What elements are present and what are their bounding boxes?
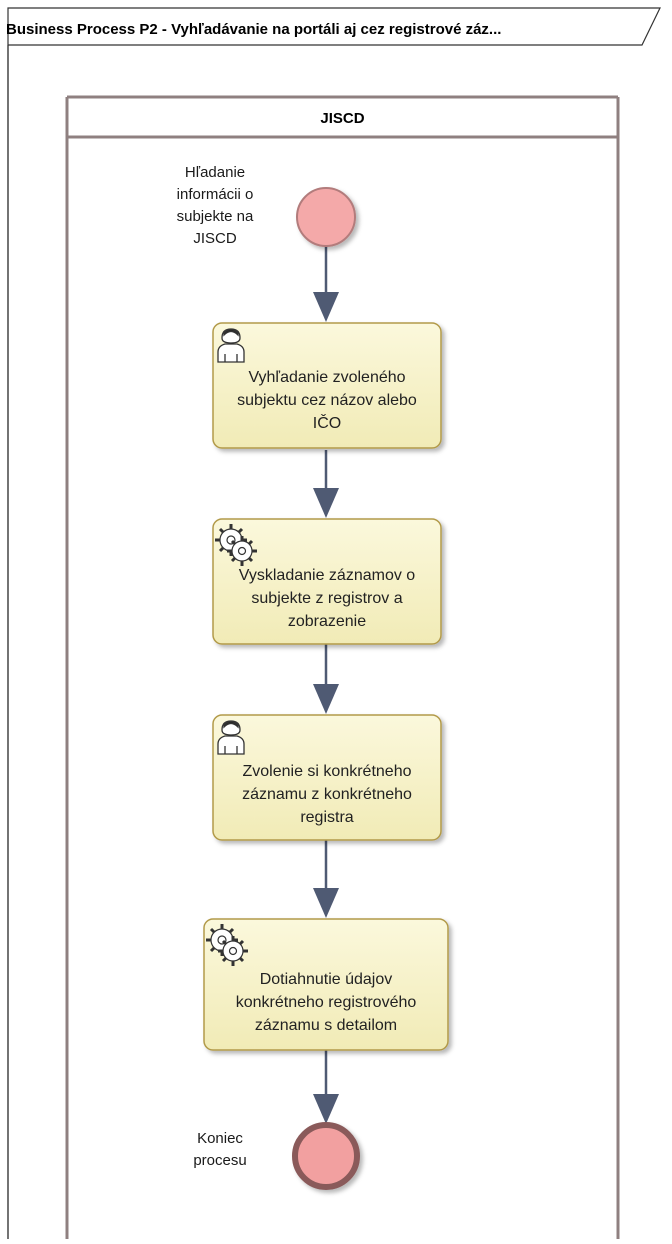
gear-icon — [206, 924, 248, 966]
end-event-label-line: procesu — [193, 1152, 247, 1169]
flow-arrowhead — [313, 1094, 339, 1124]
user-icon — [217, 328, 245, 363]
task-label-line: Vyhľadanie zvoleného — [248, 368, 406, 386]
flow-arrowhead — [313, 684, 339, 714]
diagram-title: Business Process P2 - Vyhľadávanie na po… — [6, 21, 502, 38]
task-4-box[interactable] — [203, 918, 449, 1051]
flow-arrowhead — [313, 888, 339, 918]
start-event-label-line: JISCD — [193, 230, 237, 247]
sequence-flows — [313, 246, 339, 1124]
task-label-line: záznamu z konkrétneho — [242, 785, 412, 803]
task-3-box[interactable] — [212, 714, 442, 841]
start-event-label-line: Hľadanie — [184, 164, 246, 181]
start-event[interactable] — [296, 187, 356, 247]
flow-arrowhead — [313, 292, 339, 322]
task-label-line: IČO — [312, 414, 342, 432]
start-event-label-line: subjekte na — [176, 208, 254, 225]
task-label-line: Dotiahnutie údajov — [259, 970, 393, 988]
task-label-line: záznamu s detailom — [254, 1016, 398, 1034]
end-event-label: Koniec procesu — [170, 1128, 270, 1172]
lane-title: JISCD — [320, 109, 365, 127]
task-label-line: registra — [300, 808, 354, 826]
gear-icon — [215, 524, 257, 566]
task-label-line: subjektu cez názov alebo — [237, 391, 417, 409]
task-label-line: Zvolenie si konkrétneho — [242, 762, 412, 780]
flow-arrowhead — [313, 488, 339, 518]
task-4-label: Dotiahnutie údajov konkrétneho registrov… — [208, 960, 444, 1044]
task-label-line: Vyskladanie záznamov o — [238, 566, 416, 584]
start-event-label-line: informácii o — [176, 186, 254, 203]
end-event[interactable] — [292, 1122, 360, 1190]
task-2-box[interactable] — [212, 518, 442, 645]
task-1-box[interactable] — [212, 322, 442, 449]
task-label-line: zobrazenie — [287, 612, 367, 630]
task-3-label: Zvolenie si konkrétneho záznamu z konkré… — [220, 752, 434, 836]
task-label-line: subjekte z registrov a — [251, 589, 403, 607]
end-event-label-line: Koniec — [197, 1130, 243, 1147]
start-event-label: Hľadanie informácii o subjekte na JISCD — [150, 162, 280, 250]
task-2-label: Vyskladanie záznamov o subjekte z regist… — [220, 556, 434, 640]
lane-jiscd — [65, 95, 620, 1239]
user-icon — [217, 720, 245, 755]
task-label-line: konkrétneho registrového — [235, 993, 417, 1011]
task-1-label: Vyhľadanie zvoleného subjektu cez názov … — [220, 358, 434, 442]
